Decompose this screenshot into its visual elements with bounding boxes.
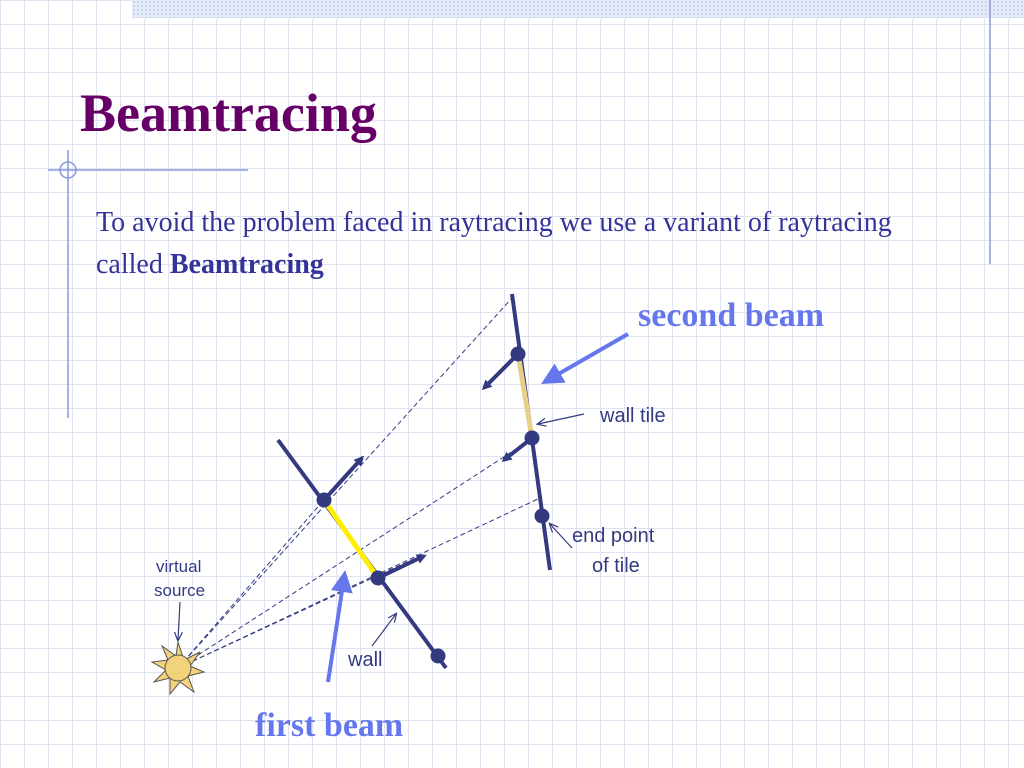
first-beam-segment bbox=[321, 498, 381, 580]
normal-arrow-3 bbox=[481, 352, 520, 391]
end-point-label-2: of tile bbox=[592, 555, 640, 577]
ray-1 bbox=[177, 297, 513, 669]
virtual-source-label-2: source bbox=[154, 581, 205, 600]
ray-5 bbox=[177, 555, 421, 669]
second-beam-pointer bbox=[541, 332, 629, 384]
endpoint-3 bbox=[430, 648, 446, 664]
normal-arrow-1 bbox=[322, 455, 365, 502]
slide-title: Beamtracing bbox=[80, 83, 377, 143]
endpoint-2 bbox=[370, 570, 386, 586]
body-text-bold: Beamtracing bbox=[169, 249, 324, 280]
first-beam-pointer bbox=[326, 570, 353, 683]
second-beam-label: second beam bbox=[638, 297, 824, 334]
dotted-header-band bbox=[132, 0, 1024, 18]
endpoint-5 bbox=[524, 430, 540, 446]
virtual-source-sun-icon bbox=[150, 641, 206, 696]
second-beam-segment bbox=[515, 353, 535, 439]
wall-label: wall bbox=[347, 649, 382, 671]
end-point-pointer bbox=[550, 524, 573, 549]
endpoint-4 bbox=[510, 346, 526, 362]
virtual-source-pointer bbox=[178, 601, 180, 640]
body-text: To avoid the problem faced in raytracing… bbox=[96, 202, 956, 286]
body-text-prefix: To avoid the problem faced in raytracing… bbox=[96, 207, 892, 280]
endpoint-6 bbox=[534, 508, 550, 524]
wall-tile-pointer bbox=[538, 413, 585, 424]
first-beam-label: first beam bbox=[255, 707, 403, 744]
wall-tile-label: wall tile bbox=[599, 405, 666, 427]
virtual-source-label-1: virtual bbox=[156, 557, 201, 576]
sun-core bbox=[164, 654, 192, 682]
end-point-label-1: end point bbox=[572, 525, 655, 547]
wall-pointer bbox=[371, 614, 396, 647]
dashed-rays bbox=[177, 297, 541, 669]
corner-ring bbox=[59, 161, 77, 179]
endpoints bbox=[316, 346, 550, 664]
endpoint-1 bbox=[316, 492, 332, 508]
ray-3 bbox=[177, 439, 531, 669]
normal-arrow-2 bbox=[377, 554, 427, 580]
